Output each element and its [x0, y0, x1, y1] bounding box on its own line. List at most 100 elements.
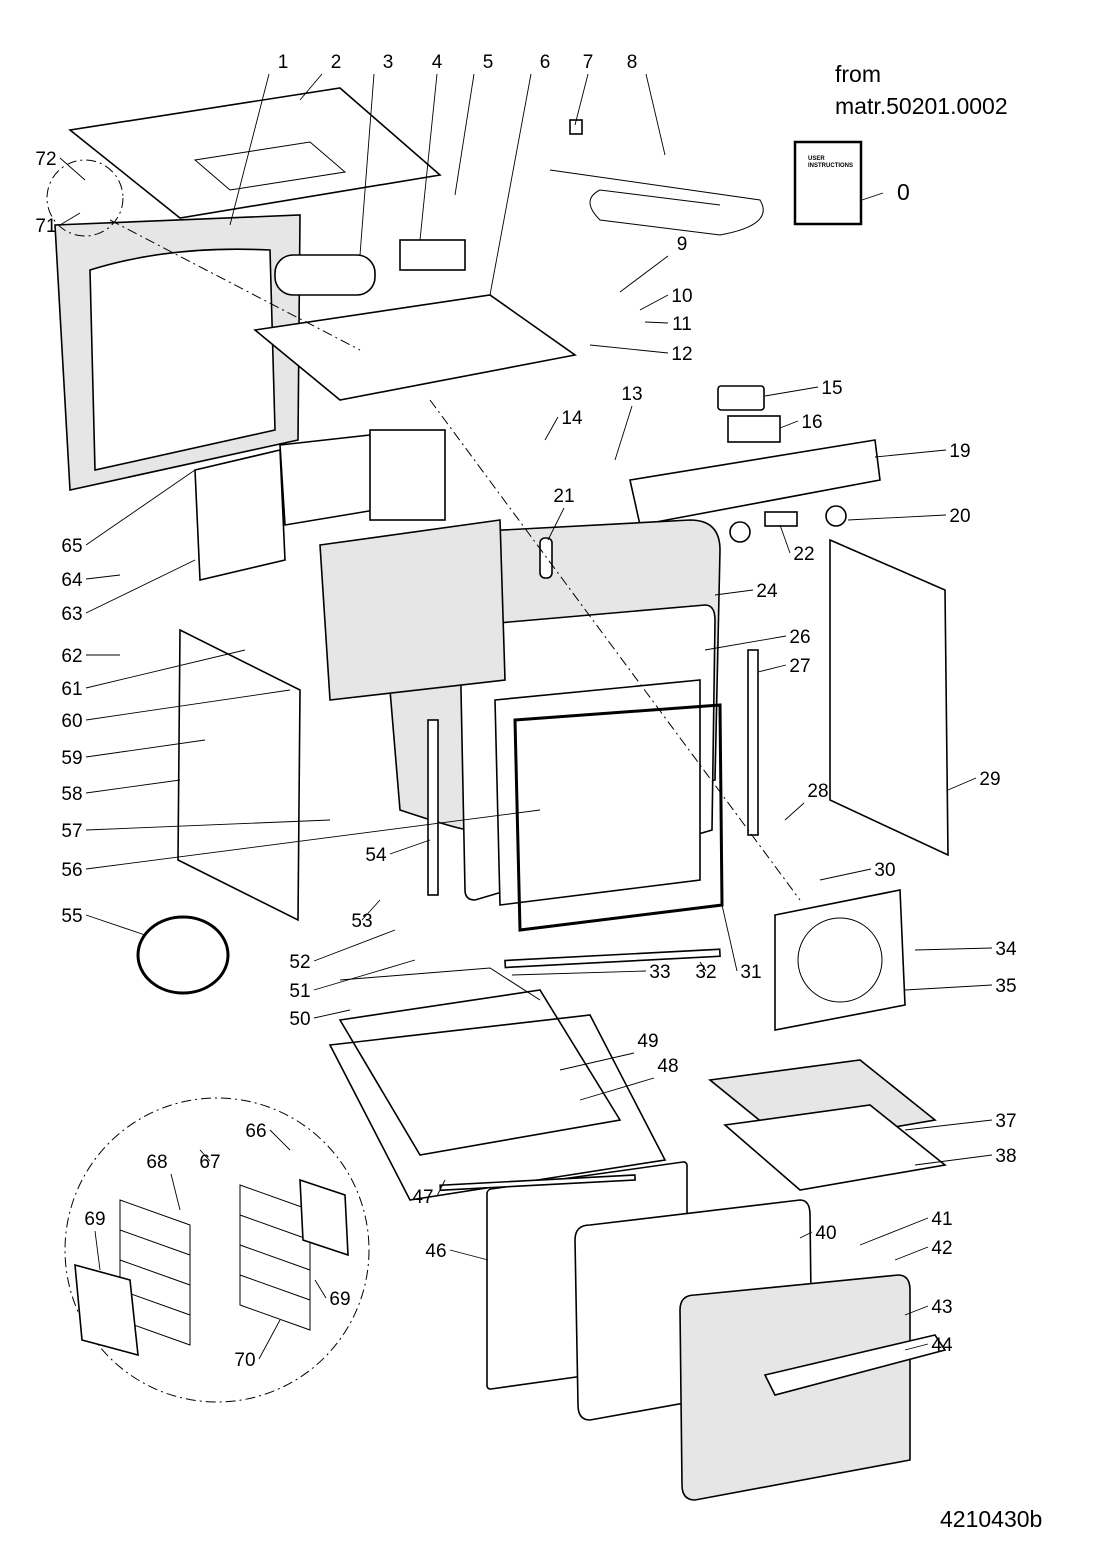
part-label-29: 29 — [979, 769, 1000, 790]
rear-fan-cover — [774, 889, 906, 1031]
leader-line-26 — [704, 635, 787, 651]
leader-line-61 — [85, 649, 246, 689]
floor-panel — [328, 1014, 667, 1201]
rear-bracket — [194, 449, 286, 581]
leader-line-4 — [419, 73, 438, 241]
leader-line-32 — [699, 961, 707, 972]
part-label-62: 62 — [61, 646, 82, 667]
part-label-57: 57 — [61, 821, 82, 842]
leader-line-15 — [764, 386, 819, 397]
parts-drawing: USER INSTRUCTIONS — [46, 87, 949, 1501]
leader-line-52 — [313, 929, 396, 962]
part-label-49: 49 — [637, 1031, 658, 1052]
leader-line-0 — [861, 192, 884, 201]
leader-line-24 — [714, 589, 754, 596]
top-cover — [68, 87, 442, 219]
part-label-63: 63 — [61, 604, 82, 625]
leader-line-47 — [436, 1179, 446, 1197]
leader-line-69 — [314, 1279, 327, 1299]
part-label-28: 28 — [807, 781, 828, 802]
part-label-53: 53 — [351, 911, 372, 932]
leader-line-20 — [847, 514, 947, 521]
part-label-71: 71 — [35, 216, 56, 237]
part-label-12: 12 — [671, 344, 692, 365]
grill-element — [549, 169, 764, 236]
leader-line-44 — [904, 1343, 929, 1351]
part-label-46: 46 — [425, 1241, 446, 1262]
insulation — [319, 519, 506, 701]
leader-line-70 — [258, 1319, 281, 1360]
leader-line-10 — [639, 294, 669, 311]
part-label-32: 32 — [695, 962, 716, 983]
leader-line-34 — [914, 947, 993, 951]
part-label-54: 54 — [365, 845, 387, 866]
leader-line-28 — [784, 802, 805, 821]
part-label-15: 15 — [821, 378, 842, 399]
leader-line-57 — [85, 819, 331, 831]
leader-line-71 — [59, 212, 81, 226]
part-label-60: 60 — [61, 711, 82, 732]
part-label-68: 68 — [146, 1152, 167, 1173]
part-label-4: 4 — [432, 52, 443, 73]
part-label-22: 22 — [793, 544, 814, 565]
leader-line-35 — [904, 984, 993, 991]
leader-line-12 — [589, 344, 669, 354]
door-handle — [763, 1334, 947, 1396]
leader-line-42 — [894, 1246, 929, 1261]
part-label-6: 6 — [540, 52, 551, 73]
part-label-30: 30 — [874, 860, 895, 881]
part-label-21: 21 — [553, 486, 574, 507]
right-side-panel — [829, 538, 949, 857]
part-label-11: 11 — [672, 314, 692, 335]
part-label-26: 26 — [789, 627, 810, 648]
left-side-panel — [177, 628, 301, 922]
part-label-7: 7 — [583, 52, 594, 73]
part-label-56: 56 — [61, 860, 82, 881]
leader-line-7 — [574, 73, 589, 126]
part-label-37: 37 — [995, 1111, 1016, 1132]
part-label-9: 9 — [677, 234, 688, 255]
part-label-72: 72 — [35, 149, 56, 170]
leader-line-29 — [947, 777, 977, 791]
leader-line-67 — [199, 1149, 211, 1162]
leader-line-59 — [85, 739, 206, 758]
left-runner — [427, 719, 439, 896]
leader-line-2 — [299, 73, 323, 101]
leader-line-56 — [85, 809, 541, 870]
leader-line-46 — [449, 1249, 489, 1261]
part-label-48: 48 — [657, 1056, 678, 1077]
leader-line-66 — [269, 1129, 291, 1151]
part-label-2: 2 — [331, 52, 342, 73]
inset-detail-circle — [64, 1097, 370, 1403]
part-label-40: 40 — [815, 1223, 836, 1244]
part-label-69: 69 — [329, 1289, 350, 1310]
leader-line-16 — [779, 420, 799, 429]
side-rack-right — [239, 1184, 311, 1331]
right-runner — [747, 649, 759, 836]
tangential-fan — [274, 254, 376, 296]
leader-line-14 — [544, 416, 559, 441]
part-label-41: 41 — [931, 1209, 952, 1230]
part-label-66: 66 — [245, 1121, 266, 1142]
part-label-64: 64 — [61, 570, 83, 591]
leader-line-65 — [85, 469, 196, 546]
leader-lines — [59, 73, 993, 1360]
side-rack-left — [119, 1199, 191, 1346]
part-label-19: 19 — [949, 441, 970, 462]
part-label-38: 38 — [995, 1146, 1016, 1167]
leader-line-30 — [819, 868, 872, 881]
leader-line-49 — [559, 1052, 635, 1071]
leader-line-38 — [914, 1154, 993, 1166]
leader-line-51 — [313, 959, 416, 991]
leader-line-9 — [619, 255, 669, 293]
part-label-14: 14 — [561, 408, 583, 429]
control-panel — [629, 439, 881, 526]
leader-line-48 — [579, 1077, 655, 1101]
part-label-47: 47 — [412, 1187, 433, 1208]
leader-line-11 — [644, 321, 669, 324]
leader-line-5 — [454, 73, 475, 196]
leader-line-64 — [85, 574, 121, 580]
leader-line-41 — [859, 1217, 929, 1246]
part-label-59: 59 — [61, 748, 82, 769]
part-label-42: 42 — [931, 1238, 952, 1259]
